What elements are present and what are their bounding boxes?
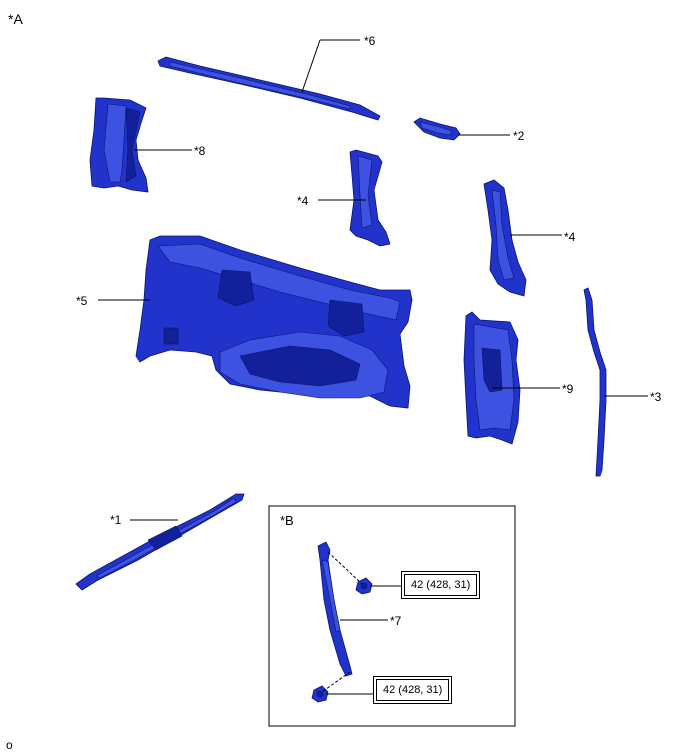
- part-2-small-trim: [413, 117, 461, 141]
- view-b-label: *B: [280, 513, 294, 528]
- bolt-upper-icon: [355, 577, 373, 595]
- part-4-pillar-trim-right: [483, 179, 527, 297]
- part-3-weatherstrip: [583, 287, 607, 477]
- view-a-label: *A: [8, 11, 23, 27]
- callout-7: *7: [390, 614, 402, 628]
- diagram-code: o: [6, 738, 13, 752]
- torque-box-lower: 42 (428, 31): [373, 676, 453, 704]
- callout-4-right: *4: [564, 230, 576, 244]
- inset-view-b-frame: [268, 505, 516, 727]
- part-1-scuff-plate: [75, 493, 245, 591]
- part-4-pillar-trim-center: [349, 149, 391, 247]
- callout-1: *1: [110, 513, 122, 527]
- callout-8: *8: [194, 144, 206, 158]
- callout-9: *9: [562, 382, 574, 396]
- torque-box-upper: 42 (428, 31): [401, 571, 481, 599]
- part-6-roof-rail-garnish: [157, 56, 381, 121]
- callout-3: *3: [650, 390, 662, 404]
- callout-4-center: *4: [297, 194, 309, 208]
- part-8-pillar-trim: [89, 97, 149, 193]
- part-9-side-trim-panel: [463, 311, 521, 445]
- torque-value-lower: 42 (428, 31): [376, 679, 450, 701]
- leader-6b: [301, 39, 321, 93]
- part-7-trim-strap: [317, 541, 353, 677]
- torque-value-upper: 42 (428, 31): [404, 574, 478, 596]
- callout-5: *5: [76, 294, 88, 308]
- alignment-line-lower: [321, 671, 351, 693]
- alignment-line-upper: [327, 551, 363, 585]
- callout-6: *6: [364, 34, 376, 48]
- bolt-lower-icon: [311, 685, 329, 703]
- callout-2: *2: [513, 129, 525, 143]
- part-5-quarter-trim-panel: [135, 235, 413, 409]
